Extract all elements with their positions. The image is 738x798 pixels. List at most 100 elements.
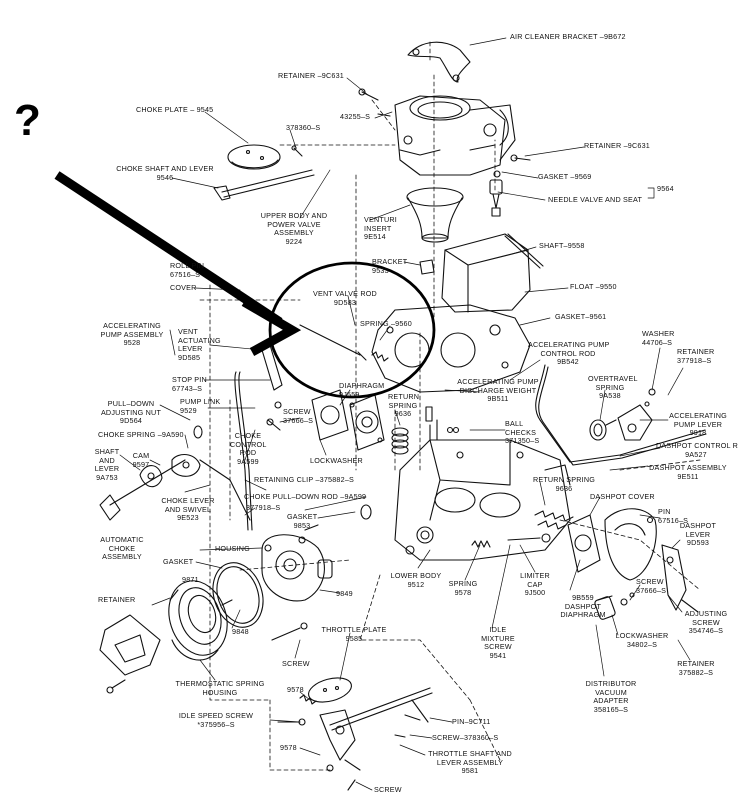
label-choke-spring: CHOKE SPRING –9A590 [98, 430, 184, 439]
choke-plate-part [227, 144, 281, 170]
ball-checks-part [425, 406, 460, 434]
label-378360: 378360–S [286, 123, 321, 132]
idle-mixture-screw-part [507, 533, 551, 543]
overtravel-spring-part [589, 419, 617, 441]
pump-linkage-part [234, 344, 283, 531]
label-screw-378360: SCREW–378360–S [432, 733, 499, 742]
pointer-arrow [54, 171, 302, 356]
return-spring-mid-part [534, 510, 574, 530]
throttle-plate-part [308, 677, 352, 703]
label-9578: 9578 [287, 685, 304, 694]
dashpot-part [567, 508, 687, 611]
needle-valve-part [489, 170, 503, 217]
label-gasket-left: GASKET [163, 557, 194, 566]
vacuum-adapter-part [594, 592, 699, 620]
label-lockwasher-top: LOCKWASHER [310, 456, 363, 465]
label-retainer-top: RETAINER –9C631 [278, 71, 344, 80]
air-cleaner-bracket-part [407, 41, 471, 83]
label-gasket-9561: GASKET–9561 [555, 312, 607, 321]
label-idle-speed-screw: IDLE SPEED SCREW*375956–S [178, 711, 254, 729]
label-screw-plain: SCREW [282, 659, 310, 668]
bracket-9533-part [419, 259, 435, 275]
choke-gasket-part [212, 562, 264, 628]
upper-body-part [394, 95, 516, 176]
spring-9578-part [471, 540, 491, 548]
label-9578-bottom: 9578 [280, 743, 297, 752]
label-9848: 9848 [232, 627, 249, 636]
label-spring-9560: SPRING –9560 [360, 319, 412, 328]
question-mark: ? [14, 96, 41, 145]
throttle-shaft-part [277, 687, 433, 791]
accelerating-pump-part [311, 389, 385, 451]
label-9564: 9564 [657, 184, 674, 193]
label-shaft-9558: SHAFT–9558 [539, 241, 585, 250]
screws-small [291, 88, 531, 162]
label-cover: COVER [170, 283, 197, 292]
venturi-insert-part [406, 187, 464, 243]
label-float: FLOAT –9550 [570, 282, 617, 291]
pump-control-rod-part [535, 364, 707, 466]
accel-pump-lever-part [617, 388, 656, 441]
retainer-left-part [99, 614, 161, 694]
pin-9c711-part [411, 699, 429, 723]
label-housing: HOUSING [215, 544, 250, 553]
lower-body-part [394, 419, 571, 561]
choke-linkage-part [99, 425, 251, 521]
choke-housing-part [261, 504, 372, 602]
label-needle-valve: NEEDLE VALVE AND SEAT [548, 195, 643, 204]
label-9849: 9849 [336, 589, 353, 598]
return-spring-part [391, 427, 409, 455]
label-dashpot-cover: DASHPOT COVER [590, 492, 655, 501]
label-9871: 9871 [182, 575, 199, 584]
choke-shaft-part [213, 169, 315, 201]
label-pin-9c711: PIN–9C711 [452, 717, 491, 726]
float-part [441, 233, 544, 313]
label-choke-plate: CHOKE PLATE – 9545 [136, 105, 214, 114]
screw-left-part [271, 622, 308, 641]
label-dashpot-control-rod: DASHPOT CONTROL ROD9A527 [656, 441, 738, 459]
label-43255: 43255–S [340, 112, 371, 121]
spring-9578-lower-part [299, 694, 317, 705]
